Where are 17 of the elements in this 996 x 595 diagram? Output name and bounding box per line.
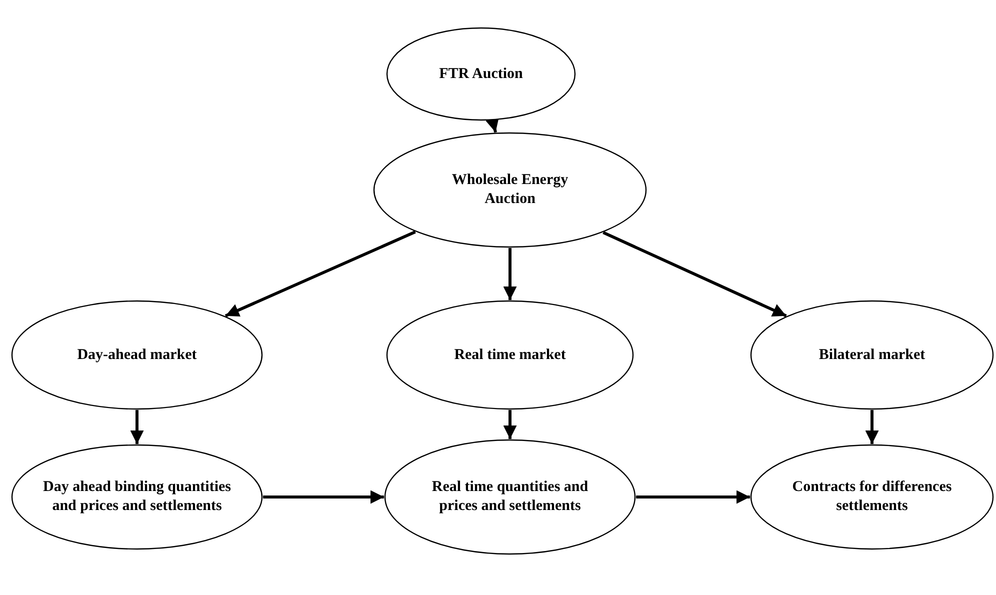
node-label: Real time quantities and prices and settlements <box>430 478 590 516</box>
arrow <box>224 230 416 318</box>
node-label: Real time market <box>454 346 566 364</box>
arrow <box>263 490 384 504</box>
arrow <box>865 410 879 444</box>
node-label: Wholesale Energy Auction <box>450 171 570 209</box>
arrow <box>503 248 517 300</box>
node-label: Day ahead binding quantities and prices and settlements <box>42 478 232 516</box>
arrow <box>486 118 499 133</box>
node-label: Contracts for differences settlements <box>791 478 953 516</box>
arrow <box>636 490 750 504</box>
node-label: Day-ahead market <box>77 346 197 364</box>
arrow <box>503 410 517 439</box>
arrow <box>602 231 787 318</box>
arrow <box>130 410 144 444</box>
node-label: FTR Auction <box>439 64 523 84</box>
node-label: Bilateral market <box>818 346 926 364</box>
